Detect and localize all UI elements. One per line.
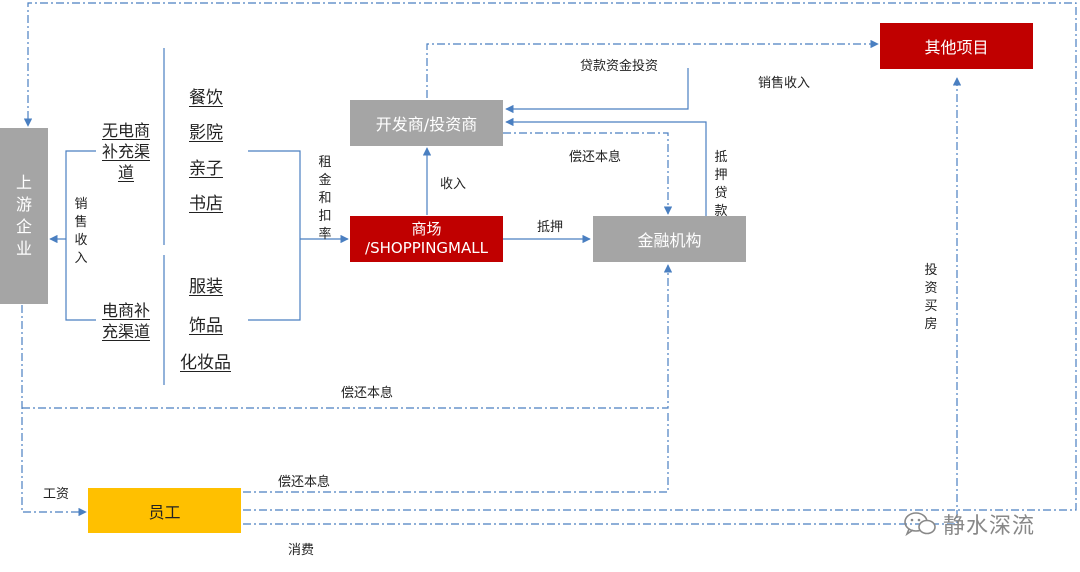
other-projects-node: 其他项目 [880, 23, 1033, 69]
ecommerce-channel: 电商补充渠道 [101, 301, 150, 341]
repay-upstream-connector [22, 264, 673, 409]
consumption-label: 消费 [288, 543, 315, 558]
watermark-text: 静水深流 [943, 514, 1036, 539]
wechat-watermark: 静水深流 [903, 508, 1035, 540]
upstream-enterprise-node: 上游企业 [0, 128, 48, 304]
mall-label-line1: 商场 [411, 220, 442, 238]
other-projects-label: 其他项目 [924, 38, 989, 57]
developer-investor-node: 开发商/投资商 [350, 100, 503, 146]
category-cosmetics: 化妆品 [180, 353, 231, 373]
category-accessories: 饰品 [189, 316, 223, 336]
repay-label-staff: 偿还本息 [278, 475, 331, 490]
consumption-connector [243, 77, 962, 525]
mortgage-loan-connector [505, 117, 707, 216]
upstream-enterprise-label: 上游企业 [15, 173, 32, 258]
category-bookstore: 书店 [189, 194, 223, 214]
staff-node: 员工 [88, 488, 241, 533]
loan-investment-label: 贷款资金投资 [580, 59, 659, 74]
shopping-mall-node: 商场 /SHOPPINGMALL [350, 216, 503, 262]
sales-bracket [65, 150, 96, 321]
loan-investment-connector [426, 39, 879, 98]
wage-label: 工资 [43, 487, 70, 502]
rent-bracket-upper [248, 150, 301, 321]
developer-investor-label: 开发商/投资商 [375, 115, 478, 134]
repay-developer-connector [503, 132, 673, 215]
invest-buy-house-label: 投资买房 [924, 263, 938, 332]
category-parent-child: 亲子 [189, 159, 223, 179]
wechat-logo-icon [904, 512, 936, 537]
financial-institution-label: 金融机构 [637, 231, 702, 250]
staff-label: 员工 [148, 502, 181, 522]
repay-label-developer: 偿还本息 [569, 150, 622, 165]
wage-connector [21, 305, 87, 517]
income-label: 收入 [440, 177, 467, 192]
repay-label-upstream: 偿还本息 [341, 386, 394, 401]
financial-institution-node: 金融机构 [593, 216, 746, 262]
sales-revenue-connector [505, 68, 689, 114]
non-ecommerce-channel: 无电商补充渠道 [101, 121, 150, 182]
outer-loop-connector [23, 2, 1077, 511]
rent-deduction-label: 租金和扣率 [318, 155, 332, 242]
mall-label-line2: /SHOPPINGMALL [365, 239, 488, 257]
category-cinema: 影院 [189, 123, 223, 143]
mortgage-label: 抵押 [537, 220, 564, 235]
sales-revenue-vertical-label: 销售收入 [74, 197, 88, 266]
category-dining: 餐饮 [189, 88, 223, 108]
category-clothing: 服装 [189, 277, 223, 297]
mortgage-loan-label: 抵押贷款 [714, 150, 728, 219]
sales-revenue-label: 销售收入 [758, 76, 811, 91]
